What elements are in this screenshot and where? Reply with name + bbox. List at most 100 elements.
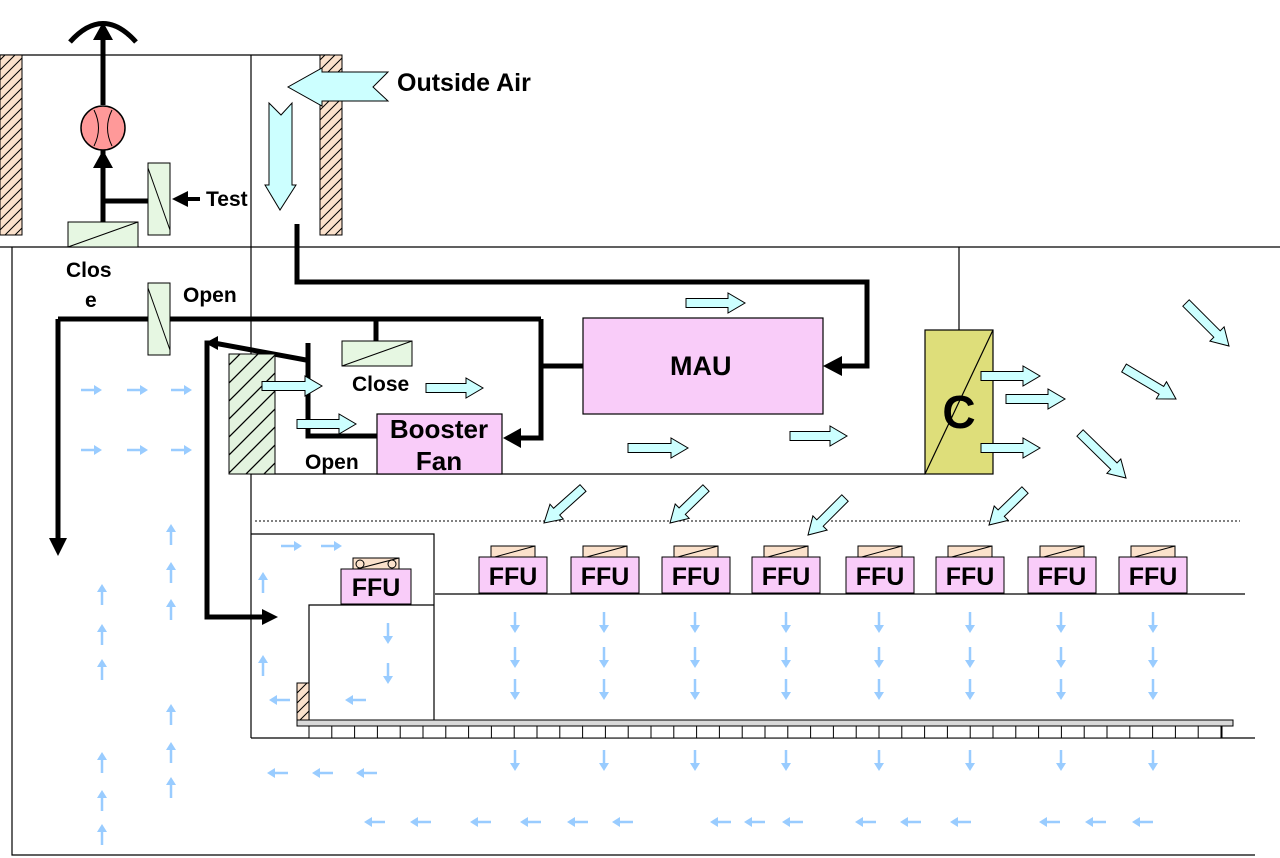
coil-label: C [942, 386, 975, 438]
arrow-icon [965, 612, 975, 633]
arrow-icon [127, 385, 148, 395]
ffu-box [935, 556, 1005, 594]
arrow-icon [1039, 817, 1060, 827]
arrow-icon [669, 484, 710, 524]
arrow-icon [258, 572, 268, 593]
ffu-unit: FFU [935, 545, 1005, 594]
flow-arrows [81, 385, 1158, 845]
arrow-icon [599, 750, 609, 771]
arrow-icon [410, 817, 431, 827]
arrow-icon [281, 541, 302, 551]
arrow-icon [356, 768, 377, 778]
arrow-icon [97, 659, 107, 680]
close-mid-label: Close [352, 373, 409, 396]
arrow-icon [166, 704, 176, 725]
arrow-icon [345, 695, 366, 705]
arrow-icon [1076, 429, 1127, 479]
arrow-icon [1182, 299, 1230, 347]
arrow-icon [97, 790, 107, 811]
arrow-icon [789, 425, 848, 447]
close-top-label: Clos [66, 259, 112, 282]
arrow-icon [425, 377, 484, 399]
plenum-air-arrows [261, 292, 1230, 536]
arrow-icon [510, 612, 520, 633]
arrow-icon [1056, 679, 1066, 700]
arrow-icon [258, 655, 268, 676]
arrow-icon [166, 777, 176, 798]
ffu-label: FFU [1038, 563, 1087, 591]
arrow-icon [781, 647, 791, 668]
floor-grating [308, 725, 1223, 739]
arrow-icon [744, 817, 765, 827]
arrow-icon [166, 562, 176, 583]
arrow-icon [166, 599, 176, 620]
ffu-box [570, 556, 640, 594]
arrow-icon [364, 817, 385, 827]
arrow-icon [171, 445, 192, 455]
ffu-box [478, 556, 548, 594]
arrow-icon [1056, 750, 1066, 771]
arrow-icon [312, 768, 333, 778]
arrow-icon [127, 445, 148, 455]
arrow-icon [690, 750, 700, 771]
exhaust-stack [67, 21, 200, 248]
arrow-icon [1148, 679, 1158, 700]
arrow-icon [988, 486, 1029, 526]
arrow-icon [950, 817, 971, 827]
ffu-box [751, 556, 821, 594]
booster-fan-label: Booster [390, 414, 488, 444]
left-roof-wall [0, 54, 23, 236]
ffu-unit: FFU [661, 545, 731, 594]
ffu-unit: FFU [340, 557, 412, 605]
ffu-label: FFU [1129, 563, 1178, 591]
arrow-icon [81, 385, 102, 395]
ffu-unit: FFU [570, 545, 640, 594]
arrow-icon [97, 752, 107, 773]
arrow-icon [1056, 647, 1066, 668]
ffu-unit: FFU [478, 545, 548, 594]
arrow-icon [781, 750, 791, 771]
arrow-icon [81, 445, 102, 455]
arrow-icon [690, 612, 700, 633]
arrow-icon [1121, 363, 1177, 400]
ffu-box [661, 556, 731, 594]
test-label: Test [206, 188, 248, 211]
arrow-icon [980, 437, 1041, 459]
arrow-icon [261, 375, 323, 397]
open-mid-label: Open [305, 451, 359, 474]
mau-box [582, 317, 824, 415]
arrow-icon [296, 413, 357, 435]
arrow-icon [171, 385, 192, 395]
ffu-label: FFU [672, 563, 721, 591]
arrow-icon [874, 647, 884, 668]
wall-segment [296, 682, 310, 721]
arrow-icon [599, 647, 609, 668]
arrow-icon [510, 750, 520, 771]
ffu-box [845, 556, 915, 594]
arrow-icon [267, 768, 288, 778]
arrow-icon [685, 292, 746, 314]
arrow-icon [612, 817, 633, 827]
arrow-icon [510, 679, 520, 700]
booster-fan-box [376, 413, 503, 475]
ffu-label: FFU [581, 563, 630, 591]
arrow-icon [782, 817, 803, 827]
fan-icon [80, 105, 126, 151]
arrow-icon [900, 817, 921, 827]
arrow-icon [1005, 388, 1066, 410]
arrow-icon [781, 679, 791, 700]
arrow-icon [321, 541, 342, 551]
mau-label: MAU [670, 351, 732, 381]
arrow-icon [1148, 612, 1158, 633]
arrowheads [49, 336, 842, 625]
arrow-icon [269, 695, 290, 705]
outside-air-label: Outside Air [397, 69, 531, 97]
arrow-icon [1085, 817, 1106, 827]
ffu-label: FFU [762, 563, 811, 591]
hatched-damper [228, 353, 276, 475]
arrow-icon [874, 750, 884, 771]
arrow-icon [470, 817, 491, 827]
close-top-label-2: e [85, 289, 97, 312]
arrow-icon [965, 647, 975, 668]
